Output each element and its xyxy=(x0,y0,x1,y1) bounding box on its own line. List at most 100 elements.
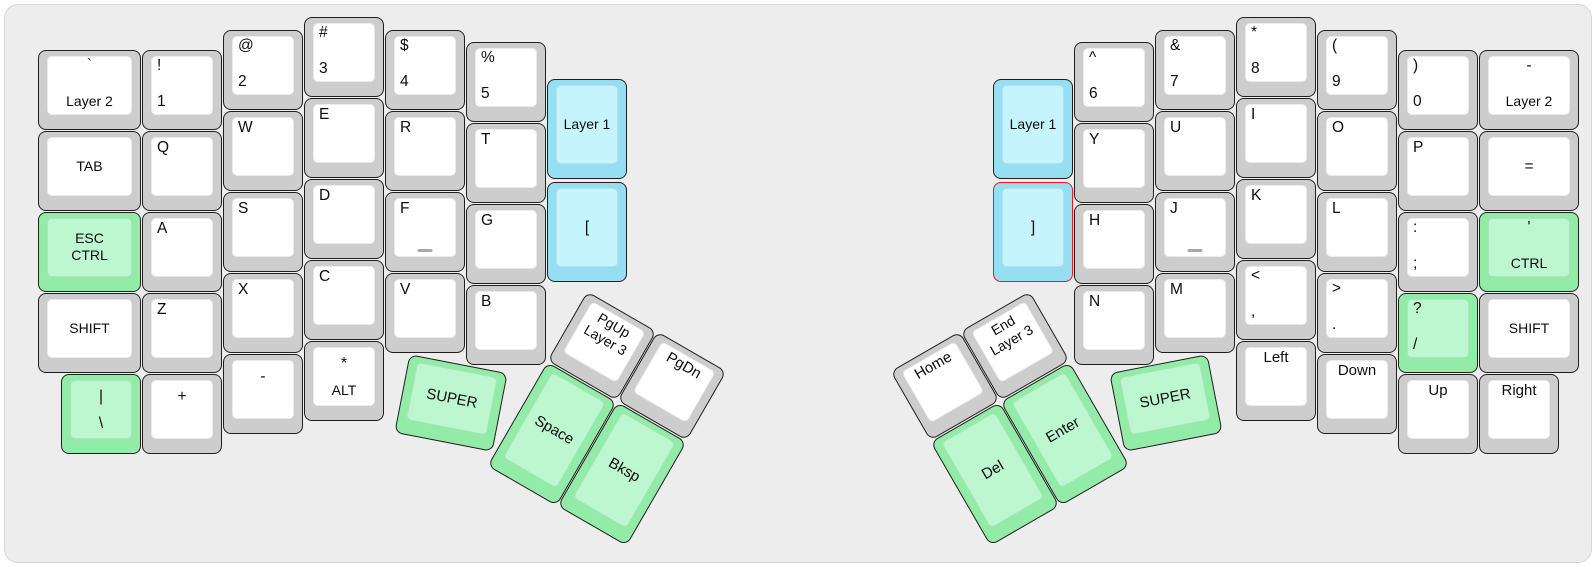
key-label: : xyxy=(1413,219,1418,236)
key-at-2[interactable]: @2 xyxy=(223,30,303,110)
key-lt-comma[interactable]: <, xyxy=(1236,260,1316,340)
key-s[interactable]: S xyxy=(223,192,303,272)
key-label: & xyxy=(1170,37,1181,54)
key-quote-ctrl[interactable]: 'CTRL xyxy=(1479,212,1579,292)
key-face xyxy=(232,36,294,95)
key-q[interactable]: Q xyxy=(142,131,222,211)
key-label: 9 xyxy=(1332,73,1341,90)
key-lparen-9[interactable]: (9 xyxy=(1317,30,1397,110)
key-face xyxy=(1245,347,1307,406)
key-super-right[interactable]: SUPER xyxy=(1109,354,1223,452)
key-rbracket[interactable]: ] xyxy=(993,182,1073,282)
key-equals[interactable]: = xyxy=(1479,131,1579,211)
key-b[interactable]: B xyxy=(466,285,546,365)
key-o[interactable]: O xyxy=(1317,111,1397,191)
key-c[interactable]: C xyxy=(304,260,384,340)
key-layer1-right[interactable]: Layer 1 xyxy=(993,79,1073,179)
key-labels: SHIFT xyxy=(1480,294,1578,372)
key-k[interactable]: K xyxy=(1236,179,1316,259)
key-labels: <, xyxy=(1237,261,1315,339)
key-a[interactable]: A xyxy=(142,212,222,292)
key-face xyxy=(1326,360,1388,419)
key-d[interactable]: D xyxy=(304,179,384,259)
key-gt-period[interactable]: >. xyxy=(1317,273,1397,353)
key-shift-left[interactable]: SHIFT xyxy=(38,293,141,373)
key-star-8[interactable]: *8 xyxy=(1236,17,1316,97)
key-arrow-down[interactable]: Down xyxy=(1317,354,1397,434)
key-question-slash[interactable]: ?/ xyxy=(1398,293,1478,373)
key-face xyxy=(1164,279,1226,338)
key-label: 5 xyxy=(481,85,490,102)
key-lbracket[interactable]: [ xyxy=(547,182,627,282)
key-l[interactable]: L xyxy=(1317,192,1397,272)
key-face xyxy=(1245,185,1307,244)
key-super-left[interactable]: SUPER xyxy=(394,354,508,452)
key-backtick-layer2[interactable]: `Layer 2 xyxy=(38,50,141,130)
key-caret-6[interactable]: ^6 xyxy=(1074,42,1154,122)
key-labels: D xyxy=(305,180,383,258)
key-face xyxy=(1083,210,1145,269)
key-amp-7[interactable]: &7 xyxy=(1155,30,1235,110)
key-i[interactable]: I xyxy=(1236,98,1316,178)
key-star-alt[interactable]: *ALT xyxy=(304,341,384,421)
key-hash-3[interactable]: #3 xyxy=(304,17,384,97)
key-labels: N xyxy=(1075,286,1153,364)
key-labels: Up xyxy=(1399,375,1477,453)
key-labels: K xyxy=(1237,180,1315,258)
key-labels: `Layer 2 xyxy=(39,51,140,129)
key-label: ( xyxy=(1332,37,1338,54)
key-label: E xyxy=(319,106,330,123)
key-face xyxy=(475,129,537,188)
key-label: Right xyxy=(1501,382,1537,399)
key-labels: = xyxy=(1480,132,1578,210)
key-label: \ xyxy=(98,415,104,432)
key-pct-5[interactable]: %5 xyxy=(466,42,546,122)
key-v[interactable]: V xyxy=(385,273,465,353)
key-n[interactable]: N xyxy=(1074,285,1154,365)
key-z[interactable]: Z xyxy=(142,293,222,373)
key-label: O xyxy=(1332,119,1345,136)
key-y[interactable]: Y xyxy=(1074,123,1154,203)
key-face xyxy=(475,291,537,350)
key-u[interactable]: U xyxy=(1155,111,1235,191)
key-label: ) xyxy=(1413,57,1419,74)
key-m[interactable]: M xyxy=(1155,273,1235,353)
key-label: < xyxy=(1251,267,1261,284)
key-t[interactable]: T xyxy=(466,123,546,203)
key-plus[interactable]: + xyxy=(142,374,222,454)
key-excl-1[interactable]: !1 xyxy=(142,50,222,130)
key-arrow-up[interactable]: Up xyxy=(1398,374,1478,454)
key-layer1-left[interactable]: Layer 1 xyxy=(547,79,627,179)
key-label: Layer 1 xyxy=(563,115,611,132)
key-dollar-4[interactable]: $4 xyxy=(385,30,465,110)
key-tab[interactable]: TAB xyxy=(38,131,141,211)
key-e[interactable]: E xyxy=(304,98,384,178)
key-w[interactable]: W xyxy=(223,111,303,191)
key-rparen-0[interactable]: )0 xyxy=(1398,50,1478,130)
key-minus-layer2[interactable]: -Layer 2 xyxy=(1479,50,1579,130)
key-label: PgDn xyxy=(663,348,705,383)
key-label: 8 xyxy=(1251,60,1260,77)
key-h[interactable]: H xyxy=(1074,204,1154,284)
key-shift-right[interactable]: SHIFT xyxy=(1479,293,1579,373)
key-label: T xyxy=(481,131,491,148)
key-label: CTRL xyxy=(71,247,108,263)
key-p[interactable]: P xyxy=(1398,131,1478,211)
key-f[interactable]: F xyxy=(385,192,465,272)
key-face xyxy=(1083,129,1145,188)
key-pipe-backslash[interactable]: |\ xyxy=(61,374,141,454)
key-face xyxy=(1488,137,1570,196)
key-x[interactable]: X xyxy=(223,273,303,353)
key-minus[interactable]: - xyxy=(223,354,303,434)
key-label: ' xyxy=(1527,219,1531,236)
key-g[interactable]: G xyxy=(466,204,546,284)
key-colon-semicolon[interactable]: :; xyxy=(1398,212,1478,292)
key-labels: *ALT xyxy=(305,342,383,420)
key-label: W xyxy=(238,119,253,136)
key-j[interactable]: J xyxy=(1155,192,1235,272)
key-arrow-left[interactable]: Left xyxy=(1236,341,1316,421)
key-arrow-right[interactable]: Right xyxy=(1479,374,1559,454)
key-labels: H xyxy=(1075,205,1153,283)
key-r[interactable]: R xyxy=(385,111,465,191)
